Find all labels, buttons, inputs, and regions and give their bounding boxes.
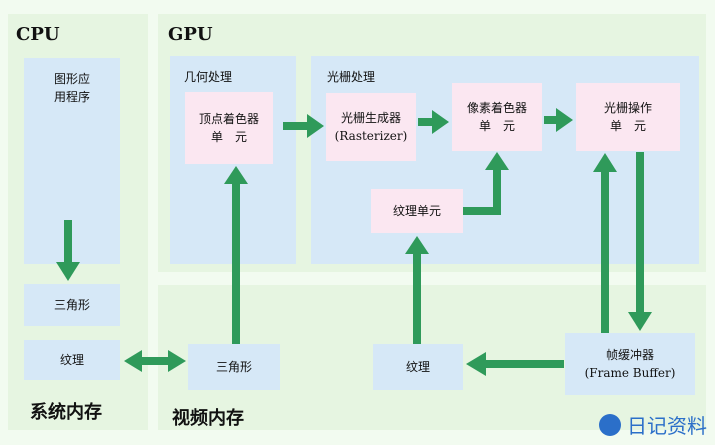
vertex-shader-line-1: 顶点着色器: [198, 112, 259, 126]
rasterizer-box: 光栅生成器 (Rasterizer): [326, 93, 416, 161]
arrowhead-vertex-to-rasterizer: [307, 114, 324, 138]
raster-ops-line-2: 单 元: [609, 119, 646, 133]
watermark: 日记资料: [599, 410, 707, 439]
frame-buffer-line-1: 帧缓冲器: [605, 348, 654, 362]
arrow-texture-to-texture-unit: [413, 252, 421, 344]
pixel-shader-line-2: 单 元: [478, 119, 515, 133]
texture-unit-label: 纹理单元: [392, 204, 441, 218]
rasterizer-line-2: (Rasterizer): [334, 129, 408, 143]
arrow-triangle-to-vertex: [232, 182, 240, 344]
arrowhead-framebuffer-to-raster-ops: [593, 153, 617, 172]
system-texture-label: 纹理: [59, 353, 84, 367]
arrowhead-app-to-triangle: [56, 262, 80, 281]
arrow-texture-unit-right: [463, 207, 501, 215]
video-triangle-label: 三角形: [215, 360, 252, 374]
video-triangle-box: 三角形: [188, 344, 280, 390]
pixel-shader-box: 像素着色器 单 元: [452, 83, 542, 151]
arrow-app-to-triangle: [64, 220, 72, 264]
video-texture-label: 纹理: [405, 360, 430, 374]
system-triangle-label: 三角形: [53, 298, 90, 312]
arrow-texture-to-video-triangle: [140, 357, 170, 365]
vertex-shader-box: 顶点着色器 单 元: [185, 92, 273, 164]
frame-buffer-box: 帧缓冲器 (Frame Buffer): [565, 333, 695, 395]
arrowhead-rasterizer-to-pixel: [432, 110, 449, 134]
geometry-title: 几何处理: [184, 70, 233, 84]
video-texture-box: 纹理: [373, 344, 463, 390]
arrow-texture-unit-up: [493, 168, 501, 215]
arrowhead-right-video-triangle: [168, 350, 186, 372]
raster-ops-line-1: 光栅操作: [603, 101, 652, 115]
arrowhead-pixel-to-raster-ops: [556, 108, 573, 132]
arrow-pixel-to-raster-ops: [544, 116, 558, 124]
arrow-raster-ops-to-framebuffer: [636, 152, 644, 314]
raster-title: 光栅处理: [327, 70, 376, 84]
arrowhead-left-system-texture: [124, 350, 142, 372]
arrowhead-triangle-to-vertex: [224, 166, 248, 184]
vertex-shader-line-2: 单 元: [210, 130, 247, 144]
pixel-shader-line-1: 像素着色器: [466, 101, 527, 115]
video-memory-title: 视频内存: [172, 408, 244, 429]
application-line-2: 用程序: [53, 90, 90, 104]
arrow-rasterizer-to-pixel: [418, 118, 434, 126]
arrow-framebuffer-to-texture: [484, 360, 564, 368]
arrowhead-texture-to-texture-unit: [405, 236, 429, 254]
arrowhead-texture-unit-to-pixel: [485, 152, 509, 170]
raster-ops-box: 光栅操作 单 元: [576, 83, 680, 151]
watermark-logo-icon: [599, 413, 621, 436]
texture-unit-box: 纹理单元: [371, 189, 463, 233]
watermark-text: 日记资料: [627, 414, 707, 438]
arrow-framebuffer-to-raster-ops: [601, 170, 609, 333]
gpu-title: GPU: [168, 24, 213, 45]
arrowhead-framebuffer-to-texture: [466, 352, 486, 376]
cpu-title: CPU: [16, 24, 60, 45]
rasterizer-line-1: 光栅生成器: [340, 111, 401, 125]
frame-buffer-line-2: (Frame Buffer): [584, 366, 676, 380]
system-memory-title: 系统内存: [30, 402, 102, 423]
arrow-vertex-to-rasterizer: [283, 122, 309, 130]
system-texture-box: 纹理: [24, 340, 120, 380]
arrowhead-raster-ops-to-framebuffer: [628, 312, 652, 331]
system-triangle-box: 三角形: [24, 284, 120, 326]
application-line-1: 图形应: [53, 72, 90, 86]
